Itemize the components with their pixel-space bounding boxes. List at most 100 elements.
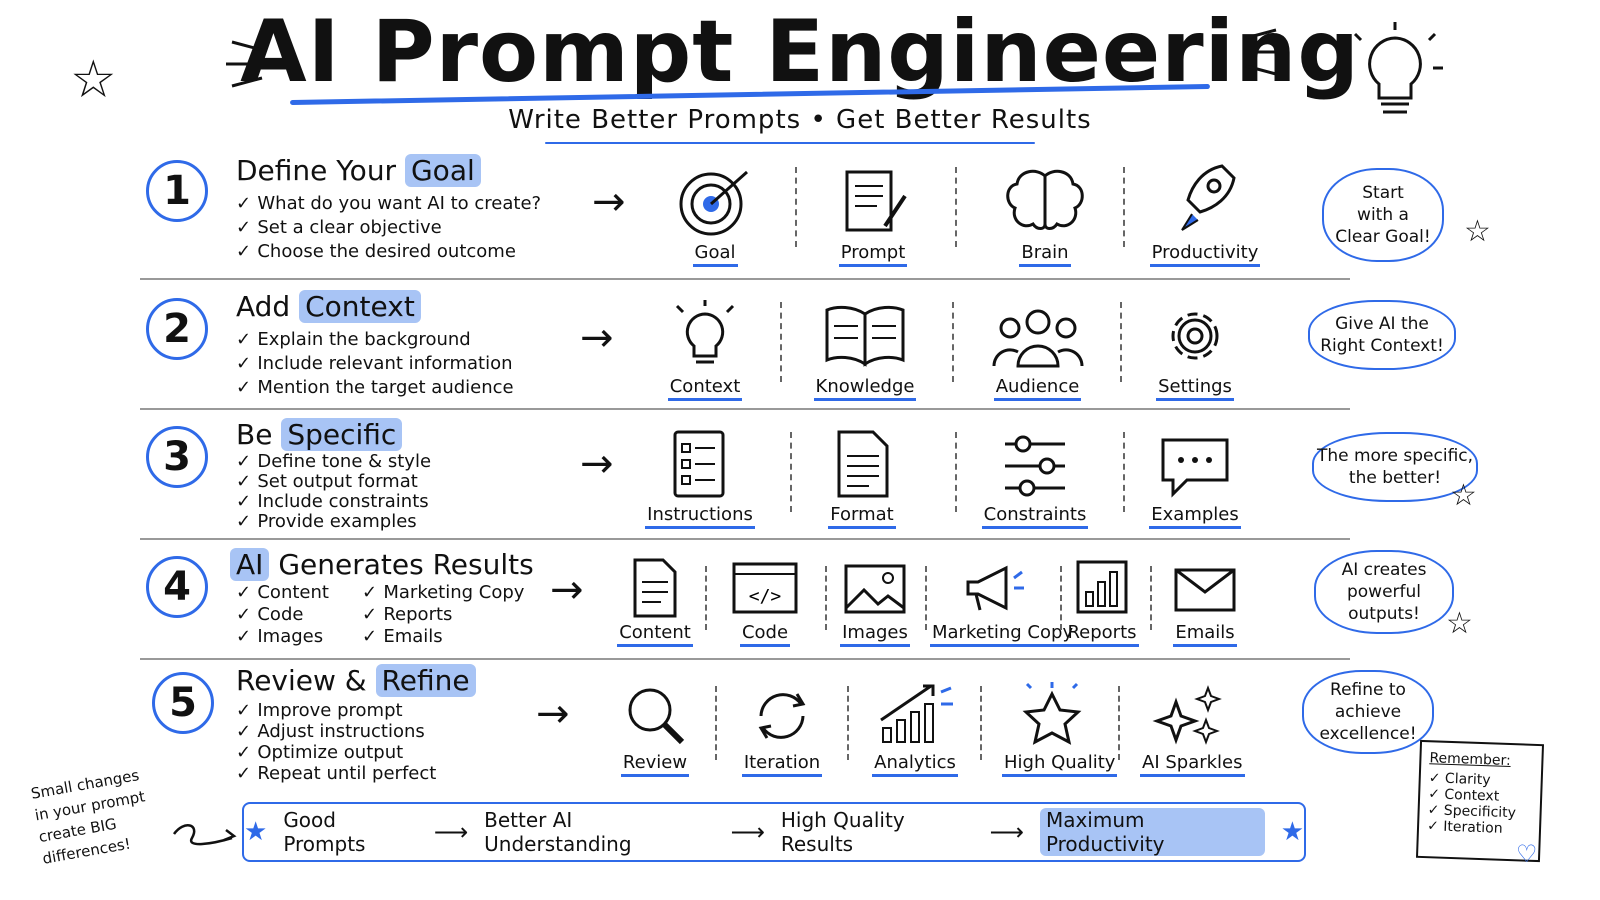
target-icon: Goal (660, 162, 770, 267)
step-heading: Be Specific (236, 418, 403, 451)
heading-text: Generates Results (278, 548, 534, 581)
divider (980, 686, 982, 760)
heading-text: Define Your (236, 154, 397, 187)
icon-label: Content (617, 622, 693, 647)
icon-label: Marketing Copy (930, 622, 1076, 647)
divider (715, 686, 717, 760)
divider (952, 302, 954, 382)
lightbulb-icon (1353, 22, 1443, 114)
divider (925, 566, 927, 630)
icon-label: Audience (993, 376, 1082, 401)
section-divider (140, 538, 1350, 540)
arrow-right-icon: → (536, 691, 570, 737)
document-pen-icon: Prompt (818, 162, 928, 267)
curly-arrow-icon (172, 824, 237, 846)
section-divider (140, 408, 1350, 410)
check-list: Content Code Images (236, 582, 329, 648)
summary-flow: ★ Good Prompts ⟶ Better AI Understanding… (242, 802, 1306, 862)
check-list: Define tone & style Set output format In… (236, 452, 431, 532)
check-item: Content (236, 582, 329, 604)
envelope-icon: Emails (1160, 556, 1250, 647)
check-item: Include constraints (236, 492, 431, 512)
arrow-right-icon: ⟶ (433, 818, 469, 846)
heading-text: Add (236, 290, 291, 323)
check-item: Mention the target audience (236, 376, 513, 400)
flow-item: Good Prompts (283, 808, 366, 856)
divider (1123, 167, 1125, 247)
image-icon: Images (830, 556, 920, 647)
star-icon: ★ (244, 817, 268, 847)
step-heading: Add Context (236, 290, 421, 323)
icon-label: Analytics (872, 752, 958, 777)
step-number: 5 (152, 672, 214, 734)
section-divider (140, 658, 1350, 660)
icon-label: Instructions (645, 504, 755, 529)
icon-label: Knowledge (813, 376, 917, 401)
check-item: Optimize output (236, 742, 436, 763)
step-4: 4 AI Generates Results Content Code Imag… (140, 548, 1340, 658)
check-item: Images (236, 626, 329, 648)
step-1: 1 Define Your Goal What do you want AI t… (140, 152, 1340, 277)
star-icon: ☆ (1446, 606, 1473, 641)
step-3: 3 Be Specific Define tone & style Set ou… (140, 418, 1340, 538)
note-title: Remember: (1429, 750, 1512, 770)
growth-chart-icon: Analytics (865, 680, 965, 777)
step-2: 2 Add Context Explain the background Inc… (140, 290, 1340, 410)
check-item: Adjust instructions (236, 721, 436, 742)
divider (1150, 566, 1152, 630)
arrow-right-icon: → (580, 315, 614, 361)
arrow-right-icon: → (580, 441, 614, 487)
heading-highlight: Refine (375, 664, 476, 697)
arrow-right-icon: ⟶ (730, 818, 765, 846)
checklist-icon: Instructions (640, 426, 760, 529)
step-number: 4 (146, 556, 208, 618)
step-heading: Define Your Goal (236, 154, 481, 187)
heading-highlight: Goal (404, 154, 481, 187)
check-item: Define tone & style (236, 452, 431, 472)
document-icon: Format (807, 426, 917, 529)
svg-text:</>: </> (749, 586, 782, 607)
divider (1123, 432, 1125, 512)
brain-icon: Brain (990, 162, 1100, 267)
step-heading: AI Generates Results (230, 548, 534, 581)
icon-label: Iteration (741, 752, 823, 777)
divider (705, 566, 707, 630)
check-item: Set output format (236, 472, 431, 492)
heading-text: Review & (236, 664, 367, 697)
check-item: Set a clear objective (236, 216, 541, 240)
arrow-right-icon: → (592, 179, 626, 225)
check-list: What do you want AI to create? Set a cle… (236, 192, 541, 264)
star-icon: ☆ (70, 50, 117, 110)
subtitle-underline (545, 142, 1035, 144)
spark-lines-icon (226, 40, 263, 88)
icon-label: Brain (1019, 242, 1071, 267)
icon-label: Images (840, 622, 910, 647)
star-icon: ★ (1280, 817, 1304, 847)
check-item: Explain the background (236, 328, 514, 352)
heart-icon: ♡ (1516, 840, 1538, 868)
icon-label: Prompt (838, 242, 908, 267)
sparkles-icon: AI Sparkles (1140, 680, 1245, 777)
arrow-right-icon: ⟶ (989, 818, 1024, 846)
icon-label: Settings (1156, 376, 1234, 401)
tip-bubble: Refine to achieve excellence! (1302, 670, 1434, 754)
icon-label: Goal (692, 242, 738, 267)
rocket-icon: Productivity (1145, 156, 1265, 267)
arrow-right-icon: → (550, 567, 584, 613)
check-item: Improve prompt (236, 700, 436, 721)
people-icon: Audience (980, 300, 1095, 401)
flow-item: High Quality Results (780, 808, 905, 856)
check-item: Repeat until perfect (236, 763, 436, 784)
icon-label: Reports (1065, 622, 1139, 647)
divider (1120, 302, 1122, 382)
tip-bubble: The more specific, the better! (1312, 432, 1478, 502)
divider (955, 167, 957, 247)
divider (955, 432, 957, 512)
check-item: Include relevant information (236, 352, 514, 376)
icon-label: High Quality (1002, 752, 1118, 777)
divider (1060, 566, 1062, 630)
divider (825, 566, 827, 630)
icon-label: Examples (1149, 504, 1241, 529)
lightbulb-icon: Context (650, 296, 760, 401)
check-list: Marketing Copy Reports Emails (362, 582, 524, 648)
